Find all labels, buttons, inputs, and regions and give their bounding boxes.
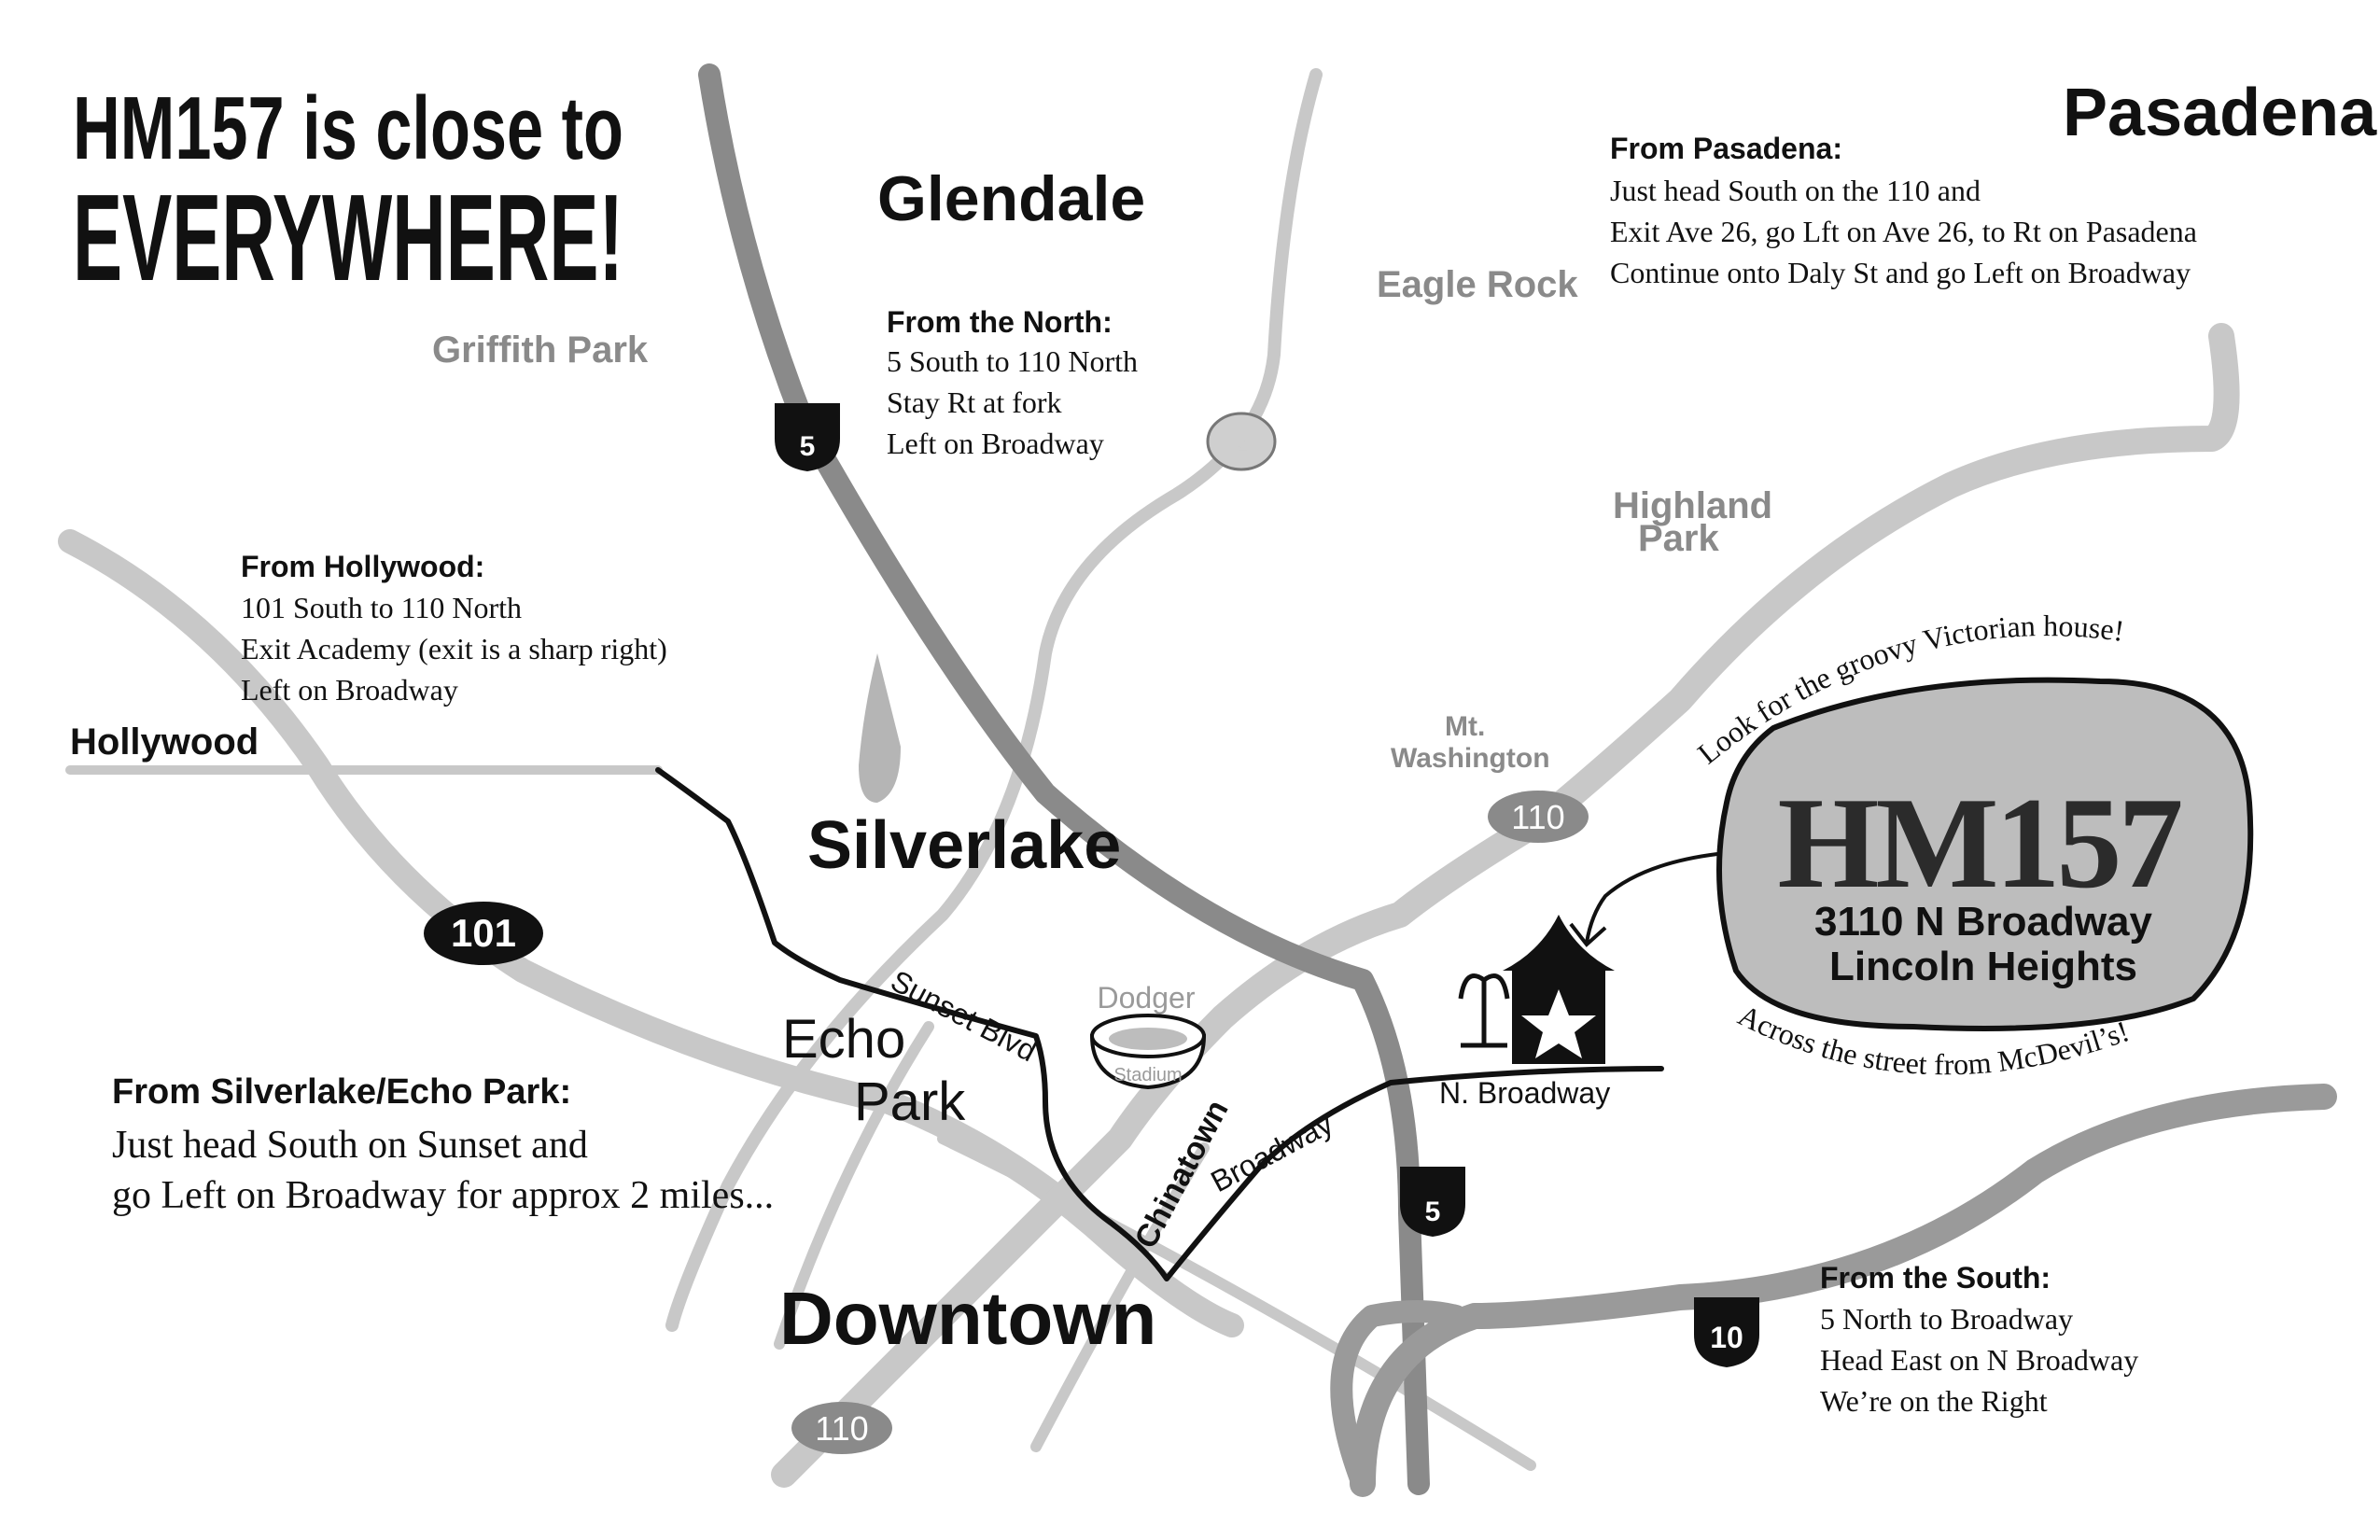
place-pasadena: Pasadena <box>2063 76 2377 150</box>
directions-hollywood-line: Exit Academy (exit is a sharp right) <box>241 632 667 665</box>
i5-road <box>698 63 1430 1495</box>
fountain-icon <box>1458 973 1510 1048</box>
directions-hollywood-line: Left on Broadway <box>241 673 458 707</box>
shield-sr2-label: 2 <box>1234 429 1249 458</box>
directions-south-line: 5 North to Broadway <box>1820 1302 2073 1336</box>
victorian-house-icon <box>1503 915 1615 1064</box>
directions-pasadena-line: Continue onto Daly St and go Left on Bro… <box>1610 256 2191 289</box>
directions-north-title: From the North: <box>887 305 1113 339</box>
directions-silverlake-line: Just head South on Sunset and <box>112 1124 588 1167</box>
shield-i5-south: 5 <box>1400 1167 1465 1237</box>
place-highland-park-2: Park <box>1638 518 1719 559</box>
shield-i10-label: 10 <box>1710 1321 1743 1354</box>
directions-pasadena-line: Just head South on the 110 and <box>1610 174 1981 207</box>
dodger-label: Dodger <box>1098 981 1196 1015</box>
directions-north-line: Stay Rt at fork <box>887 385 1062 419</box>
glendale-blvd-road <box>665 68 1323 1332</box>
shield-sr110-north: 110 <box>1488 791 1589 843</box>
headline-line1: HM157 is close to <box>73 78 623 178</box>
place-hollywood: Hollywood <box>70 721 259 763</box>
directions-north: From the North: 5 South to 110 North Sta… <box>887 305 1138 460</box>
venue-logo: HM157 <box>1777 771 2180 916</box>
shield-sr110-south: 110 <box>791 1402 892 1454</box>
place-griffith-park: Griffith Park <box>432 329 649 371</box>
shield-i5-north-label: 5 <box>800 431 816 462</box>
headline-line2: EVERYWHERE! <box>73 169 623 306</box>
route-path <box>655 767 1664 1281</box>
place-echo-park-1: Echo <box>782 1009 905 1070</box>
stadium-label: Stadium <box>1113 1065 1182 1085</box>
directions-hollywood: From Hollywood: 101 South to 110 North E… <box>241 550 667 707</box>
directions-south: From the South: 5 North to Broadway Head… <box>1820 1261 2138 1418</box>
i10-road <box>1350 1084 2337 1497</box>
directions-south-title: From the South: <box>1820 1261 2051 1295</box>
i10-loop <box>1330 1300 1467 1495</box>
place-mt-washington-1: Mt. <box>1445 711 1485 742</box>
directions-hollywood-title: From Hollywood: <box>241 550 484 583</box>
directions-hollywood-line: 101 South to 110 North <box>241 591 522 624</box>
directions-north-line: 5 South to 110 North <box>887 344 1138 378</box>
shield-sr2: 2 <box>1206 412 1277 471</box>
place-silverlake: Silverlake <box>807 808 1121 883</box>
place-downtown: Downtown <box>779 1277 1156 1360</box>
directions-south-line: Head East on N Broadway <box>1820 1343 2138 1377</box>
venue-badge: HM157 3110 N Broadway Lincoln Heights <box>1716 677 2254 1031</box>
directions-pasadena: From Pasadena: Just head South on the 11… <box>1610 132 2197 289</box>
silverlake-reservoir <box>859 653 901 803</box>
downtown-street-3 <box>937 1133 1536 1471</box>
downtown-street-1 <box>774 1021 934 1350</box>
street-n-broadway: N. Broadway <box>1439 1076 1610 1110</box>
shield-sr110-south-label: 110 <box>815 1409 868 1448</box>
shield-us101-label: 101 <box>451 911 516 955</box>
venue-address-line1: 3110 N Broadway <box>1814 899 2152 945</box>
place-eagle-rock: Eagle Rock <box>1377 264 1578 305</box>
shield-i5-north: 5 <box>775 403 840 471</box>
arrow-to-venue <box>1569 852 1718 947</box>
dodger-stadium-icon <box>1089 1014 1207 1090</box>
directions-north-line: Left on Broadway <box>887 427 1104 460</box>
directions-silverlake-title: From Silverlake/Echo Park: <box>112 1072 571 1112</box>
place-mt-washington-2: Washington <box>1391 743 1550 774</box>
venue-address-line2: Lincoln Heights <box>1829 944 2137 989</box>
directions-silverlake-line: go Left on Broadway for approx 2 miles..… <box>112 1174 774 1217</box>
shield-i10: 10 <box>1694 1297 1759 1367</box>
place-highland-park-1: Highland <box>1613 485 1772 526</box>
us101-road <box>58 529 1244 1337</box>
directions-south-line: We’re on the Right <box>1820 1384 2048 1418</box>
directions-silverlake: From Silverlake/Echo Park: Just head Sou… <box>112 1072 774 1217</box>
downtown-street-2 <box>1030 1142 1210 1452</box>
place-glendale: Glendale <box>877 163 1145 234</box>
place-echo-park-2: Park <box>854 1071 966 1132</box>
directions-pasadena-title: From Pasadena: <box>1610 132 1842 165</box>
shield-sr110-north-label: 110 <box>1511 798 1564 836</box>
directions-pasadena-line: Exit Ave 26, go Lft on Ave 26, to Rt on … <box>1610 215 2197 248</box>
shield-i5-south-label: 5 <box>1425 1197 1441 1227</box>
shield-us101: 101 <box>424 902 543 965</box>
